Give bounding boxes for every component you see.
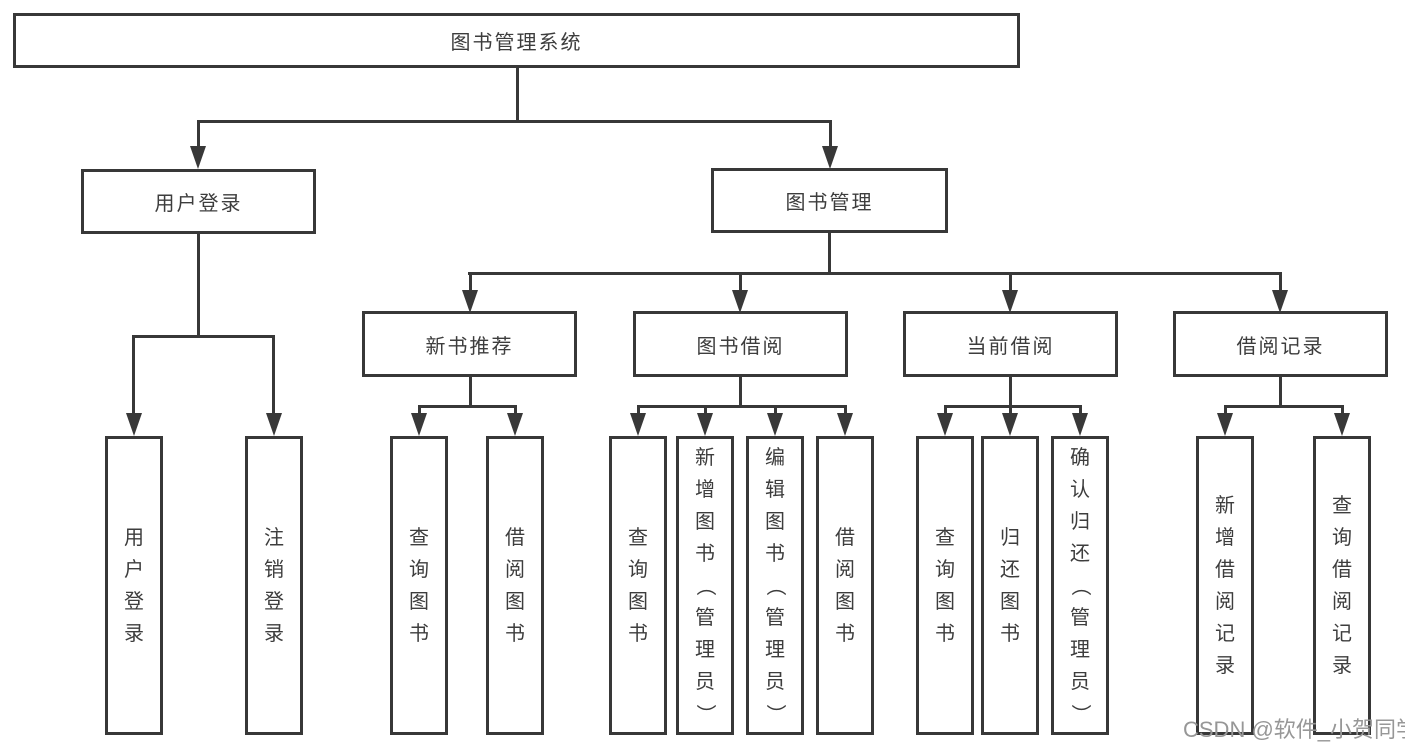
arrow-down: [190, 146, 206, 169]
arrow-down: [411, 413, 427, 436]
node-current-borrowing: 当前借阅: [903, 311, 1118, 377]
connector-line: [828, 233, 831, 274]
connector-line: [637, 405, 640, 417]
arrow-down: [837, 413, 853, 436]
node-label: 借阅记录: [1236, 335, 1325, 358]
connector-line: [1224, 405, 1227, 417]
arrow-down: [462, 290, 478, 313]
leaf-query-books-borrow: 查询图书: [609, 436, 667, 735]
connector-line: [1009, 272, 1012, 292]
connector-line: [1079, 405, 1082, 417]
node-borrowing-records: 借阅记录: [1173, 311, 1388, 377]
node-label: 图书借阅: [696, 335, 785, 358]
connector-line: [704, 405, 707, 417]
node-book-management: 图书管理: [711, 168, 948, 233]
leaf-label: 查询图书: [628, 526, 648, 645]
leaf-add-borrow-record: 新增借阅记录: [1196, 436, 1254, 735]
arrow-down: [1002, 413, 1018, 436]
connector-line: [514, 405, 517, 417]
leaf-query-borrow-record: 查询借阅记录: [1313, 436, 1371, 735]
arrow-down: [1002, 290, 1018, 313]
connector-line: [418, 405, 421, 417]
leaf-edit-books-admin: 编辑图书（管理员）: [746, 436, 804, 735]
connector-line: [1009, 377, 1012, 407]
connector-line: [132, 335, 275, 338]
arrow-down: [1072, 413, 1088, 436]
connector-line: [132, 335, 135, 415]
arrow-down: [822, 146, 838, 169]
arrow-down: [1272, 290, 1288, 313]
leaf-label: 借阅图书: [835, 526, 855, 645]
node-label: 图书管理: [785, 192, 874, 214]
leaf-return-books: 归还图书: [981, 436, 1039, 735]
node-book-borrowing: 图书借阅: [633, 311, 848, 377]
arrow-down: [767, 413, 783, 436]
connector-line: [197, 120, 200, 148]
leaf-borrow-books-recommend: 借阅图书: [486, 436, 544, 735]
leaf-label: 新增借阅记录: [1215, 494, 1235, 677]
leaf-label: 借阅图书: [505, 526, 525, 645]
connector-line: [1224, 405, 1344, 408]
arrow-down: [126, 413, 142, 436]
arrow-down: [266, 413, 282, 436]
connector-line: [469, 377, 472, 407]
connector-line: [739, 377, 742, 407]
connector-line: [944, 405, 947, 417]
leaf-label: 查询图书: [935, 526, 955, 645]
leaf-label: 归还图书: [1000, 526, 1020, 645]
leaf-label: 用户登录: [124, 526, 144, 645]
watermark: CSDN @软件_小贺同学: [1183, 717, 1405, 742]
connector-line: [418, 405, 517, 408]
arrow-down: [1217, 413, 1233, 436]
node-label: 当前借阅: [966, 335, 1055, 358]
connector-line: [739, 272, 742, 292]
connector-line: [944, 405, 1082, 408]
node-library-system: 图书管理系统: [13, 13, 1020, 68]
connector-line: [1279, 272, 1282, 292]
arrow-down: [630, 413, 646, 436]
arrow-down: [507, 413, 523, 436]
leaf-label: 查询图书: [409, 526, 429, 645]
leaf-query-books-current: 查询图书: [916, 436, 974, 735]
leaf-label: 查询借阅记录: [1332, 494, 1352, 677]
node-label: 图书管理系统: [450, 32, 583, 54]
leaf-confirm-return-admin: 确认归还（管理员）: [1051, 436, 1109, 735]
connector-line: [197, 120, 832, 123]
arrow-down: [732, 290, 748, 313]
leaf-label: 确认归还（管理员）: [1069, 446, 1091, 724]
leaf-query-books-recommend: 查询图书: [390, 436, 448, 735]
node-label: 用户登录: [154, 193, 243, 215]
leaf-label: 注销登录: [264, 526, 284, 645]
node-label: 新书推荐: [425, 335, 514, 358]
arrow-down: [1334, 413, 1350, 436]
leaf-borrow-books: 借阅图书: [816, 436, 874, 735]
node-user-login: 用户登录: [81, 169, 316, 234]
connector-line: [468, 272, 1282, 275]
leaf-label: 新增图书（管理员）: [694, 446, 716, 724]
leaf-label: 编辑图书（管理员）: [764, 446, 786, 724]
connector-line: [469, 272, 472, 292]
connector-line: [844, 405, 847, 417]
leaf-add-books-admin: 新增图书（管理员）: [676, 436, 734, 735]
leaf-logout: 注销登录: [245, 436, 303, 735]
connector-line: [197, 234, 200, 336]
leaf-user-login: 用户登录: [105, 436, 163, 735]
node-new-book-recommendation: 新书推荐: [362, 311, 577, 377]
connector-line: [272, 335, 275, 415]
connector-line: [1279, 377, 1282, 407]
arrow-down: [697, 413, 713, 436]
arrow-down: [937, 413, 953, 436]
connector-line: [774, 405, 777, 417]
connector-line: [637, 405, 847, 408]
connector-line: [516, 68, 519, 121]
connector-line: [1009, 405, 1012, 417]
connector-line: [829, 120, 832, 148]
connector-line: [1341, 405, 1344, 417]
